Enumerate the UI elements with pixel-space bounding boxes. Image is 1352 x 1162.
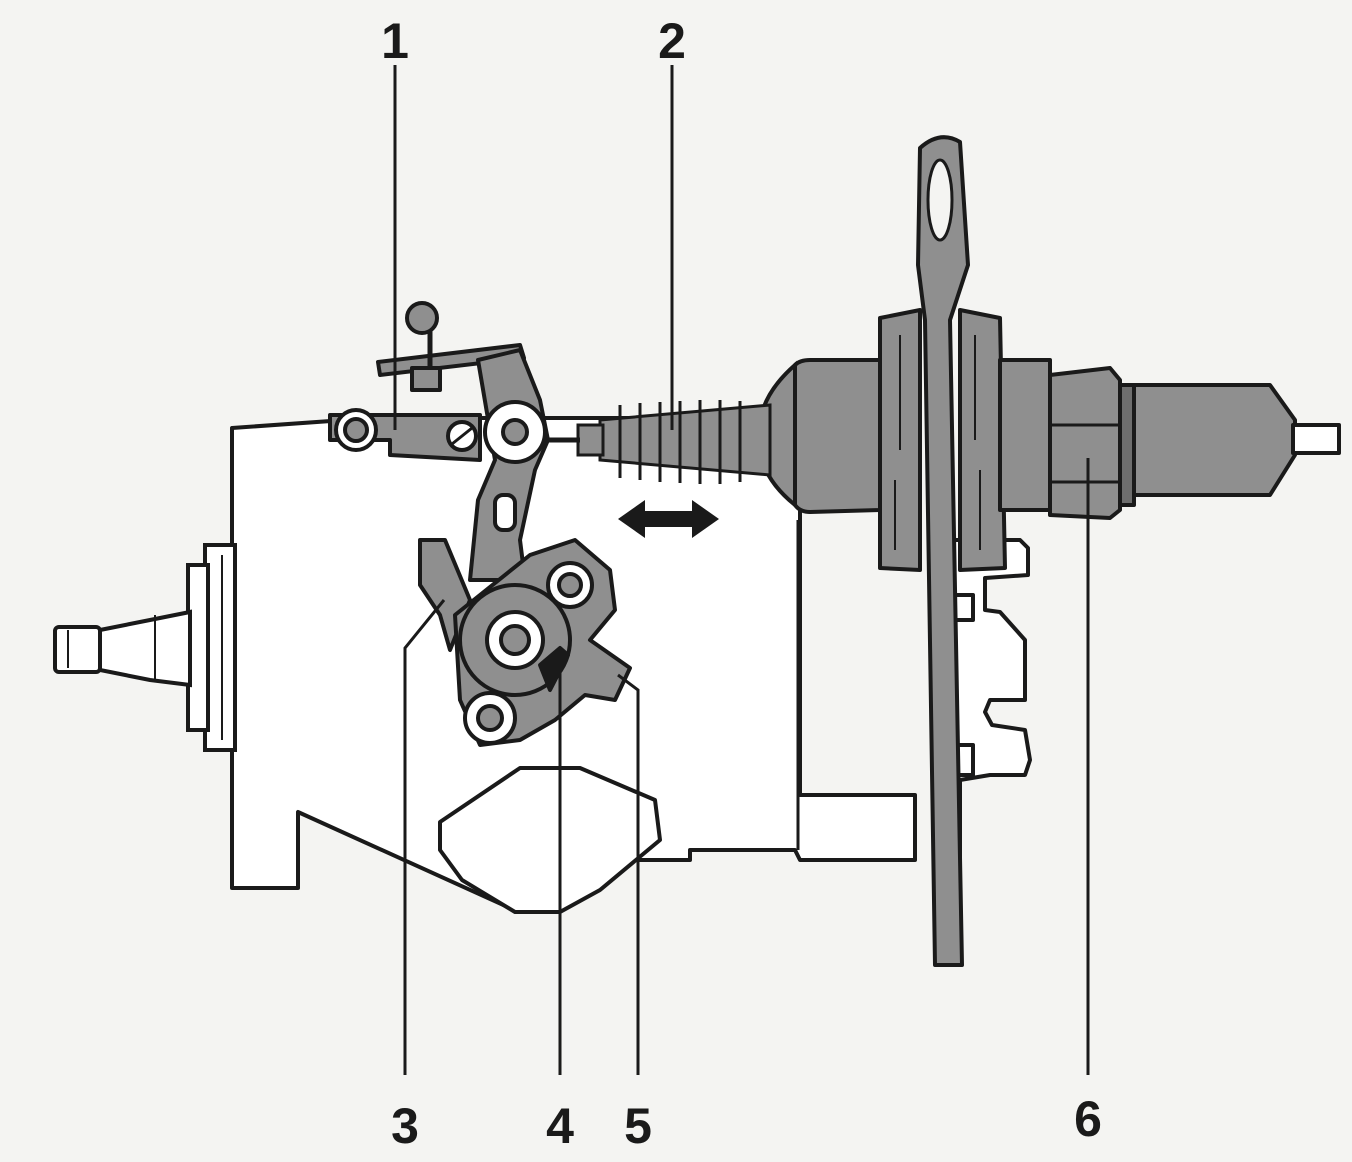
leader-5: [617, 673, 640, 1075]
solenoid-body: [793, 308, 1052, 572]
mounting-plate: [916, 135, 970, 967]
callout-6: 6: [1074, 1091, 1102, 1147]
cam-plate: [453, 538, 632, 747]
rubber-bellows: [545, 400, 772, 484]
leader-3: [403, 599, 446, 1075]
callout-3: 3: [391, 1098, 419, 1154]
hex-nut: [1048, 366, 1136, 520]
linkage-rod: [328, 408, 482, 462]
solenoid-detail-lines: [894, 335, 981, 550]
direction-arrow: [618, 500, 719, 538]
plate-hole: [926, 158, 954, 242]
drive-shaft: [53, 609, 192, 688]
callout-4: 4: [546, 1098, 574, 1154]
callout-2: 2: [658, 13, 686, 69]
leader-lines: [393, 65, 1090, 1075]
callout-1: 1: [381, 13, 409, 69]
callout-5: 5: [624, 1098, 652, 1154]
drive-flange: [186, 543, 237, 752]
terminal-cylinder: [1132, 383, 1341, 497]
